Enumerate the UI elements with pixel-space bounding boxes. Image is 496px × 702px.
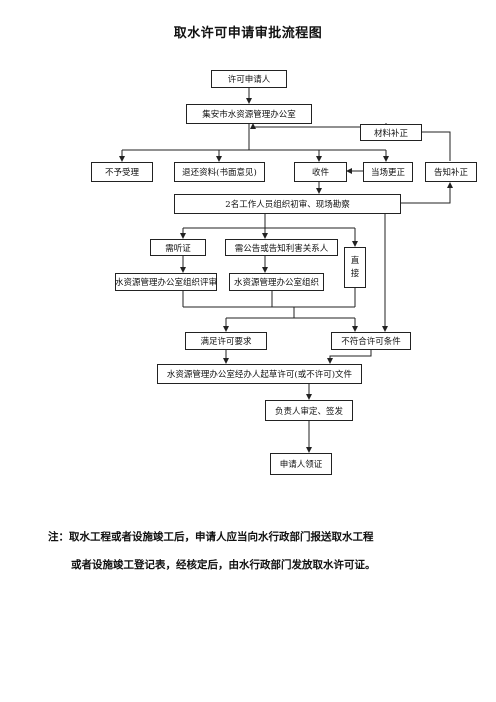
node-applicant: 许可申请人 — [211, 70, 287, 88]
node-on-site-correct: 当场更正 — [363, 162, 413, 182]
node-direct-char-1: 直 — [350, 255, 360, 266]
node-direct: 直 接 — [344, 247, 366, 288]
node-collect: 申请人领证 — [270, 453, 332, 475]
node-org-review: 水资源管理办公室组织评审 — [115, 273, 217, 291]
arrow-review-to-notify — [401, 182, 453, 204]
footnote-continuation: 或者设施竣工登记表，经核定后，由水行政部门发放取水许可证。 — [71, 557, 376, 572]
node-supplement: 材料补正 — [360, 124, 422, 141]
node-announce: 需公告或告知利害关系人 — [225, 239, 338, 256]
footnote-line-1: 取水工程或者设施竣工后，申请人应当向水行政部门报送取水工程 — [69, 531, 374, 543]
arrow-notmeets-to-draft — [327, 349, 372, 364]
footnote-label: 注： — [48, 531, 69, 543]
node-direct-char-2: 接 — [350, 268, 360, 279]
node-reject: 不予受理 — [91, 162, 153, 182]
node-notify-correct: 告知补正 — [425, 162, 477, 182]
node-org-organize: 水资源管理办公室组织 — [229, 273, 324, 291]
footnote-line-2: 或者设施竣工登记表，经核定后，由水行政部门发放取水许可证。 — [71, 559, 376, 571]
node-draft: 水资源管理办公室经办人起草许可(或不许可)文件 — [157, 364, 362, 384]
page-title: 取水许可申请审批流程图 — [173, 26, 323, 41]
node-not-meets: 不符合许可条件 — [331, 332, 411, 350]
node-receive: 收件 — [294, 162, 347, 182]
node-sign: 负责人审定、签发 — [265, 400, 353, 421]
node-hearing: 需听证 — [150, 239, 206, 256]
node-meets: 满足许可要求 — [185, 332, 267, 350]
line-notify-up — [422, 131, 451, 161]
node-office: 集安市水资源管理办公室 — [186, 104, 312, 124]
node-review: 2名工作人员组织初审、现场勘察 — [174, 194, 401, 214]
node-return-materials: 退还资料(书面意见) — [174, 162, 265, 182]
footnote: 注：取水工程或者设施竣工后，申请人应当向水行政部门报送取水工程 — [48, 529, 374, 544]
